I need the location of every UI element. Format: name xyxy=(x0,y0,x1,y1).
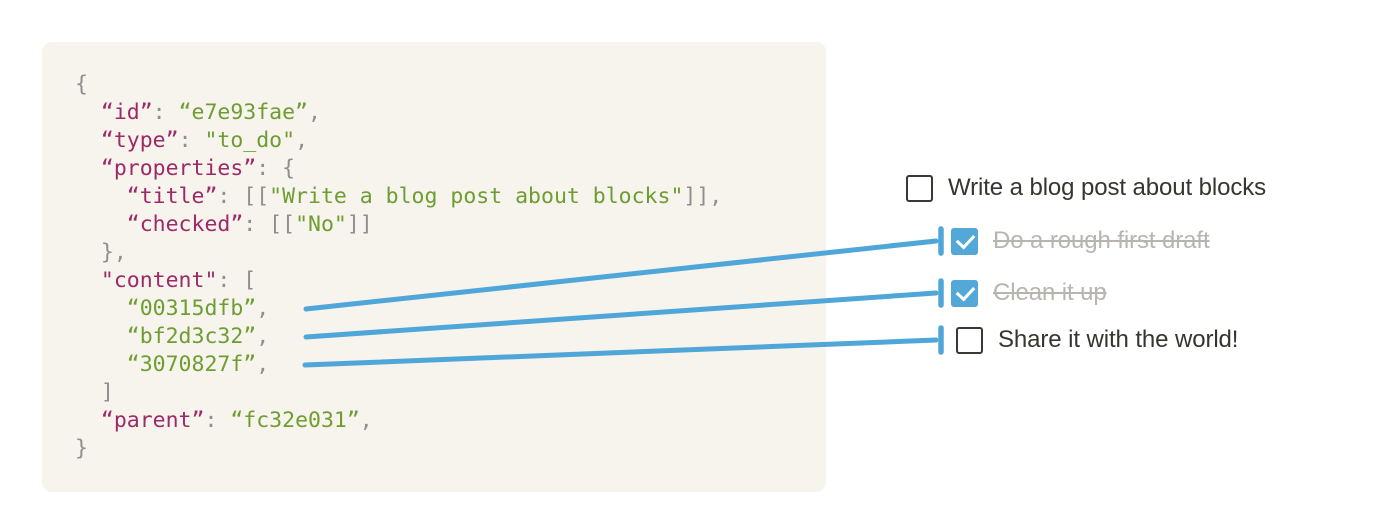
checkmark-icon xyxy=(955,281,975,302)
json-code-block: { “id”: “e7e93fae”, “type”: "to_do", “pr… xyxy=(42,42,826,492)
todo-label: Write a blog post about blocks xyxy=(948,174,1267,201)
todo-checkbox[interactable] xyxy=(951,227,978,255)
todo-item-write-blog-post: Write a blog post about blocks xyxy=(906,174,1266,202)
todo-item-share-with-world: Share it with the world! xyxy=(956,326,1238,354)
todo-label: Share it with the world! xyxy=(998,326,1239,353)
todo-checkbox[interactable] xyxy=(951,279,978,307)
json-code: { “id”: “e7e93fae”, “type”: "to_do", “pr… xyxy=(75,72,723,461)
checkmark-icon xyxy=(955,229,975,250)
todo-label: Do a rough first draft xyxy=(993,227,1210,254)
todo-checkbox[interactable] xyxy=(956,326,983,354)
todo-item-clean-it-up: Clean it up xyxy=(951,279,1107,307)
todo-label: Clean it up xyxy=(993,279,1107,306)
todo-checkbox[interactable] xyxy=(906,174,933,202)
todo-item-rough-first-draft: Do a rough first draft xyxy=(951,227,1210,255)
